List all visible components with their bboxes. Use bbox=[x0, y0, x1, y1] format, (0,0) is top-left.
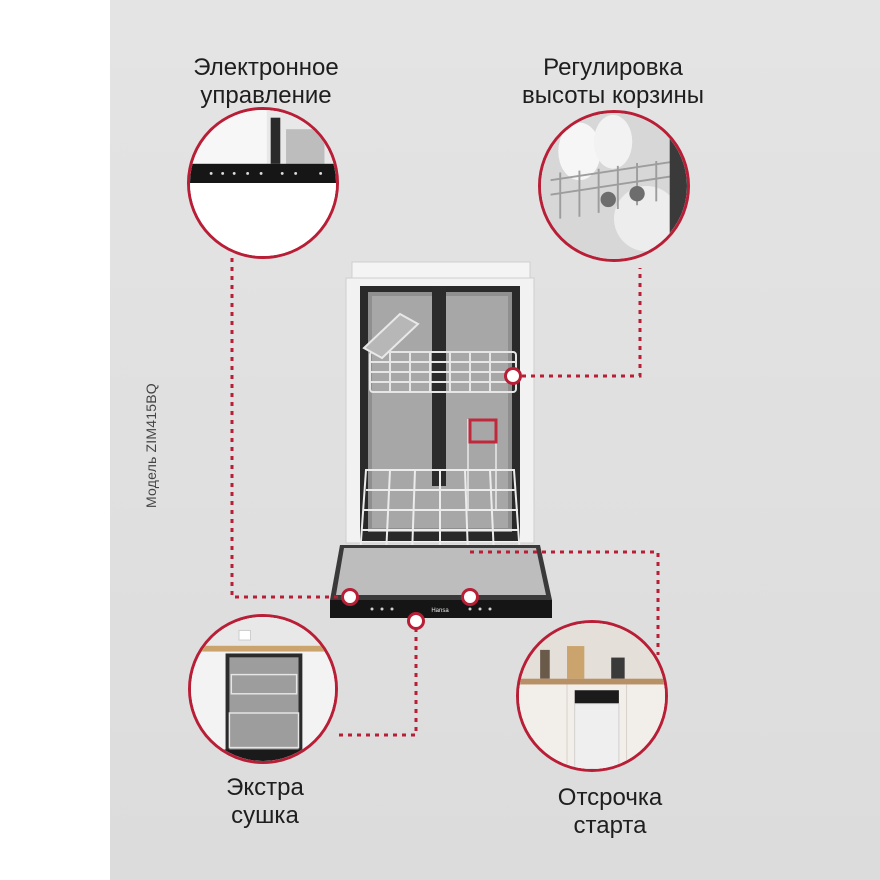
basket-wheels-closeup-icon bbox=[541, 113, 687, 259]
kitchen-interior-icon bbox=[519, 623, 665, 769]
hotspot-electronic-control[interactable] bbox=[341, 588, 359, 606]
circle-electronic-control bbox=[187, 107, 339, 259]
hotspot-basket-height[interactable] bbox=[504, 367, 522, 385]
label-electronic-control: Электронное управление bbox=[193, 54, 339, 109]
label-delay-start: Отсрочка старта bbox=[557, 784, 663, 839]
model-label: Модель ZIM415BQ bbox=[143, 383, 159, 508]
circle-extra-dry bbox=[188, 614, 338, 764]
upper-tray bbox=[362, 312, 420, 360]
hotspot-extra-dry[interactable] bbox=[407, 612, 425, 630]
hotspot-delay-start[interactable] bbox=[461, 588, 479, 606]
circle-delay-start bbox=[516, 620, 668, 772]
label-basket-height: Регулировка высоты корзины bbox=[521, 54, 705, 109]
panel-brand: Hansa bbox=[431, 608, 449, 614]
control-panel-closeup-icon bbox=[190, 110, 336, 256]
label-extra-dry: Экстра сушка bbox=[226, 774, 304, 829]
dishwasher-open-icon bbox=[191, 617, 335, 761]
left-margin bbox=[0, 0, 110, 880]
circle-basket-height bbox=[538, 110, 690, 262]
spray-pipe bbox=[432, 286, 446, 486]
